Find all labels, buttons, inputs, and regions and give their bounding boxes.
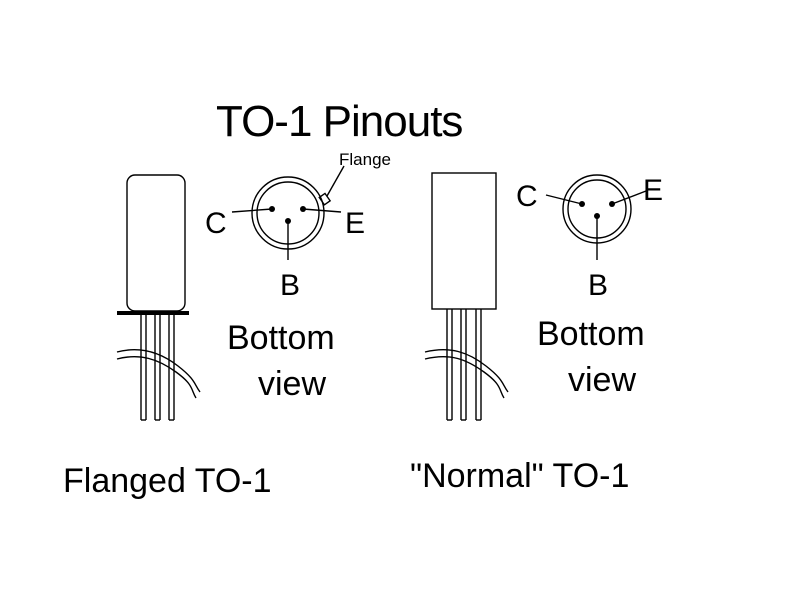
flange-label: Flange [339,150,391,169]
normal-pin-c-label: C [516,180,538,213]
flanged-caption: Flanged TO-1 [63,462,272,500]
normal-pin-e-label: E [643,174,663,207]
flanged-pin-c-label: C [205,207,227,240]
normal-pin-b-label: B [588,269,608,302]
flanged-pin-b-label: B [280,269,300,302]
flanged-bottom-view [231,165,345,260]
normal-view-label-line2: view [568,361,636,399]
normal-transistor-side-view [424,172,509,421]
flanged-view-label-line1: Bottom [227,319,335,357]
flanged-view-label-line2: view [258,365,326,403]
flanged-transistor-side-view [116,174,201,421]
normal-caption: "Normal" TO-1 [410,457,629,495]
flanged-pin-e-label: E [345,207,365,240]
diagram-title: TO-1 Pinouts [216,97,462,146]
normal-bottom-view [545,174,647,260]
normal-view-label-line1: Bottom [537,315,645,353]
